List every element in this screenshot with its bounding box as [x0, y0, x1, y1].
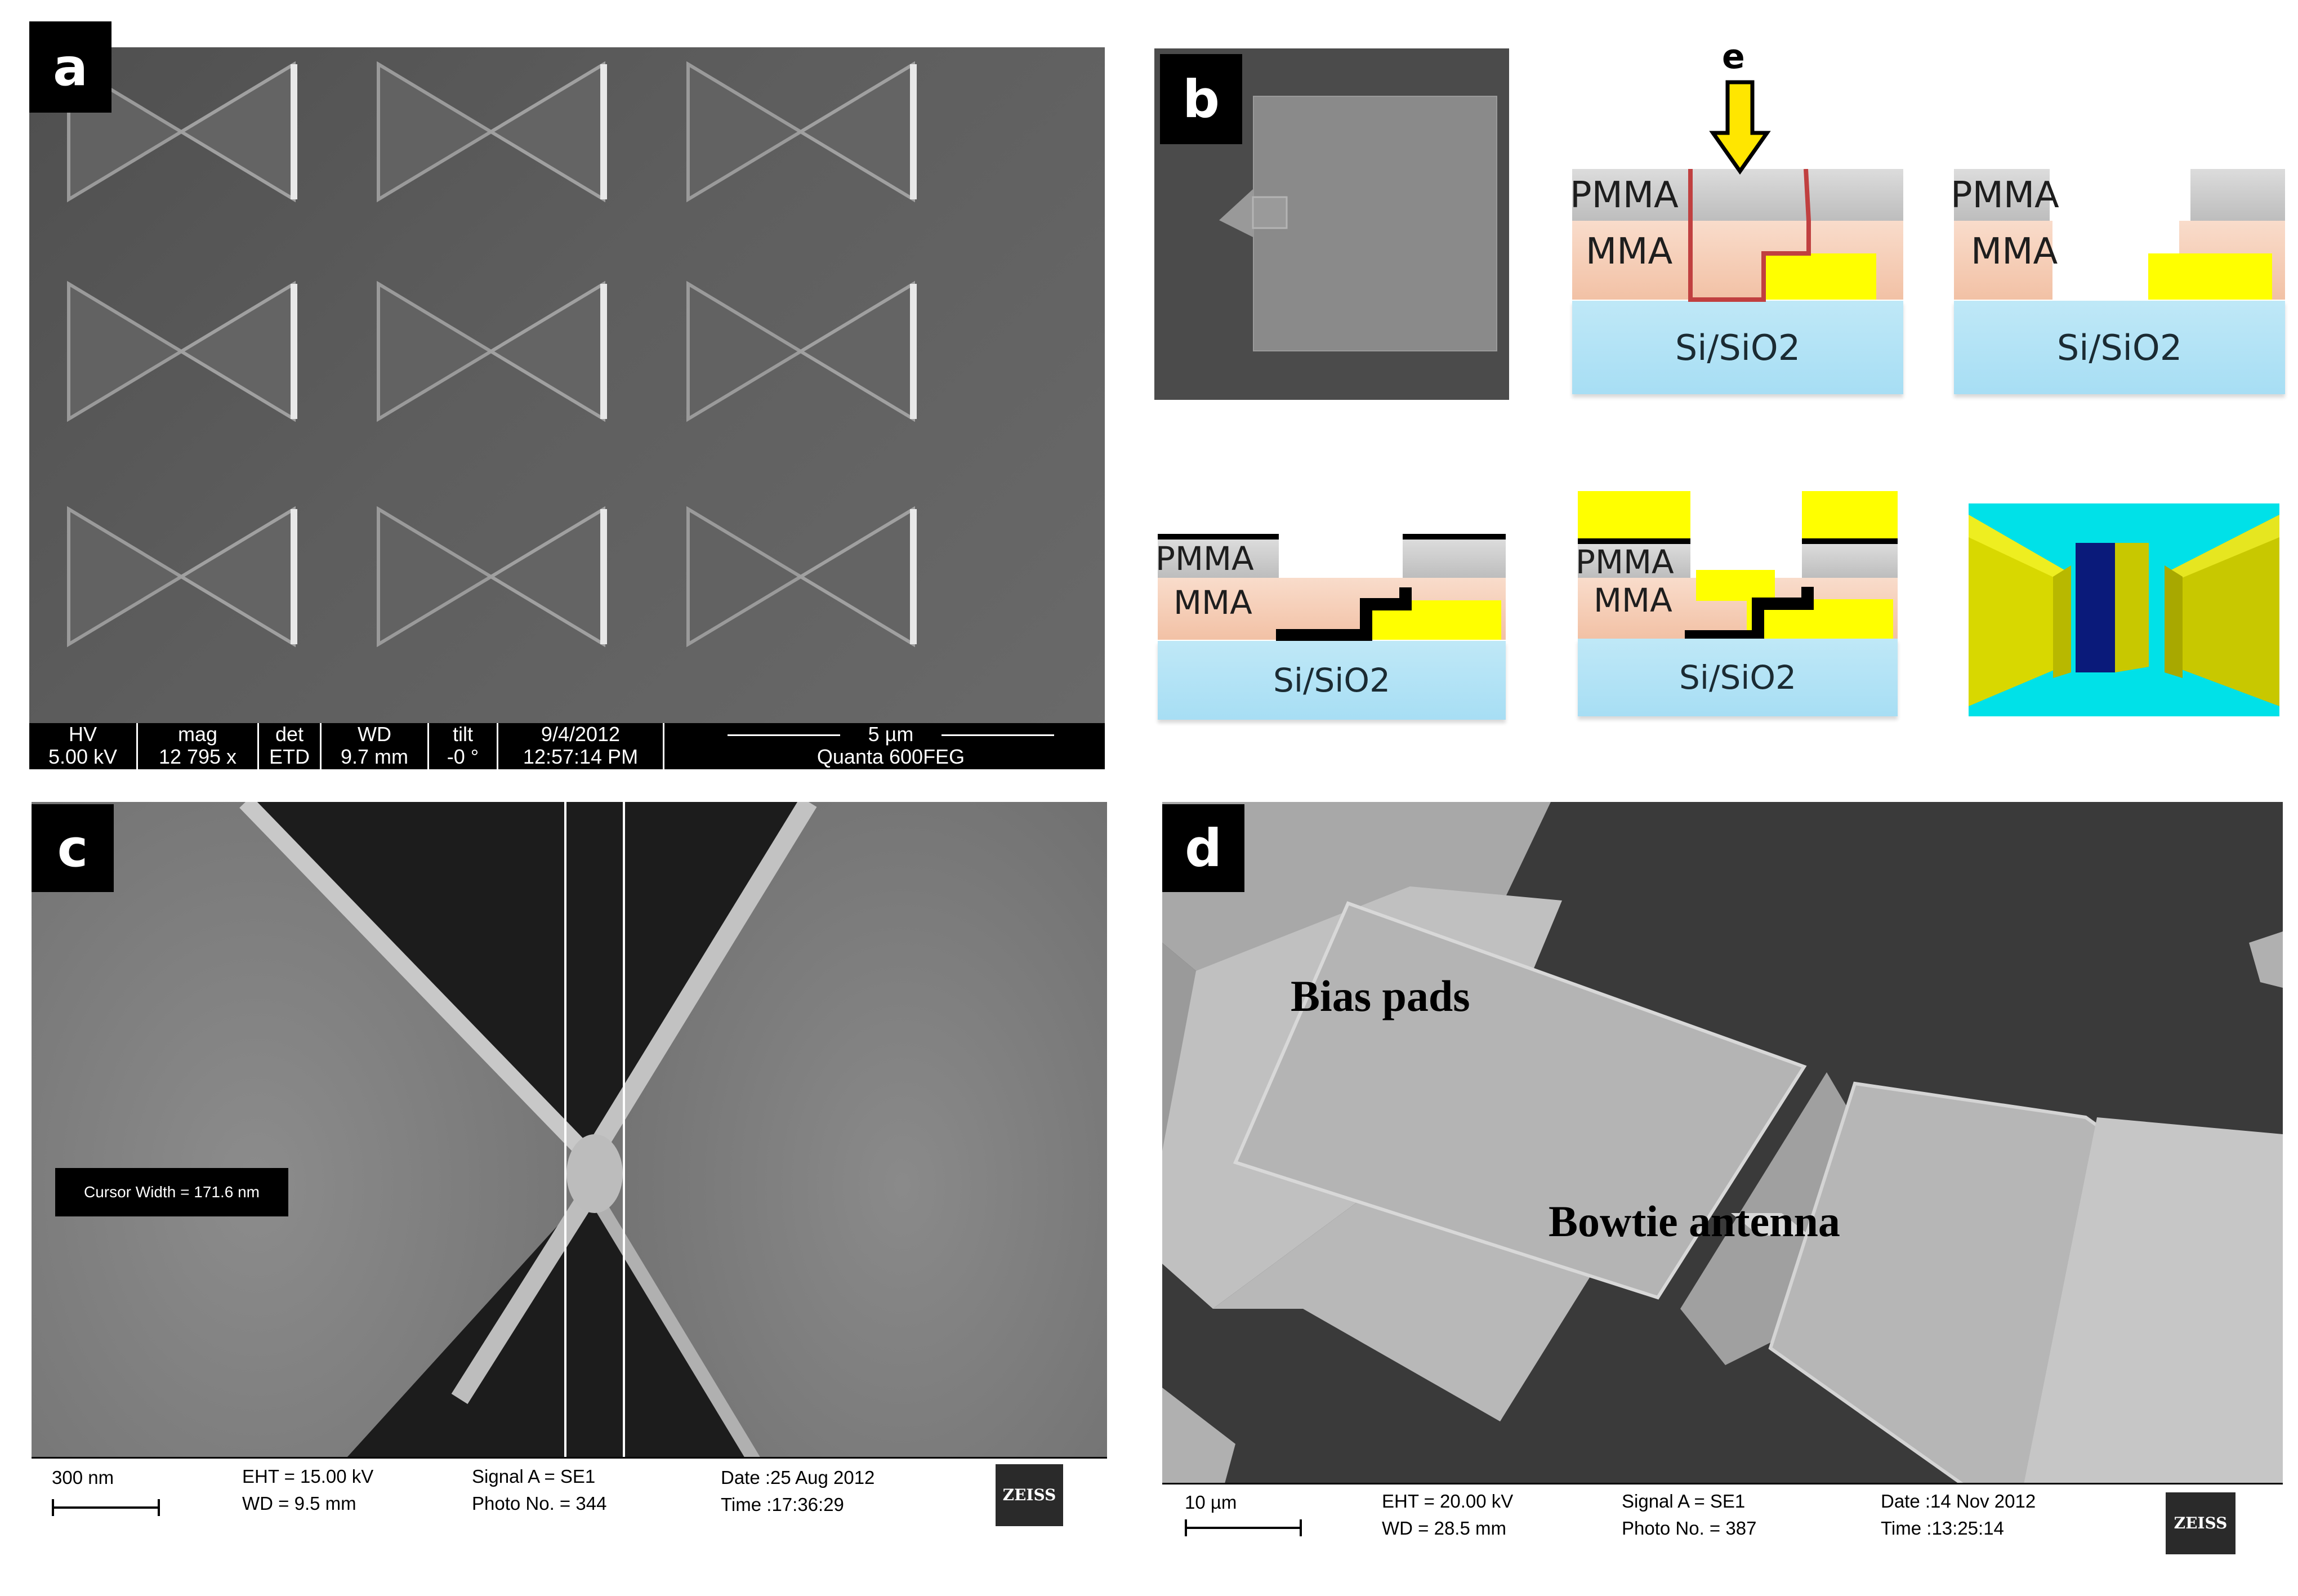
bowtie-3d-render	[1969, 503, 2279, 716]
mma-label: MMA	[1971, 231, 2058, 273]
scale-bar: 5 µm Quanta 600FEG	[694, 723, 1088, 769]
panel-tag-b: b	[1160, 54, 1242, 144]
bowtie-structure	[377, 61, 607, 203]
substrate-label: Si/SiO2	[1572, 301, 1903, 394]
mma-label: MMA	[1594, 581, 1672, 619]
bias-pads-and-antenna	[1162, 802, 2283, 1569]
bowtie-structure	[686, 280, 917, 422]
bowtie-structure	[67, 280, 297, 422]
sem-info-bar: 300 nm EHT = 15.00 kV WD = 9.5 mm Signal…	[32, 1457, 1107, 1569]
process-step-gold-deposition: Si/SiO2 PMMA MMA	[1576, 491, 1898, 716]
scale-bar	[1185, 1519, 1302, 1536]
electron-beam-arrow: e	[1706, 37, 1774, 178]
bowtie-structure	[377, 280, 607, 422]
pmma-label: PMMA	[1570, 175, 1679, 216]
panel-tag-a: a	[29, 21, 111, 113]
pmma-label: PMMA	[1576, 543, 1674, 581]
panel-tag-d: d	[1162, 804, 1244, 892]
pmma-label: PMMA	[1155, 540, 1254, 578]
substrate-label: Si/SiO2	[1158, 641, 1506, 720]
panel-tag-c: c	[32, 804, 114, 892]
process-step-exposure: Si/SiO2 PMMA MMA	[1570, 169, 1903, 394]
mma-label: MMA	[1173, 583, 1252, 622]
pmma-label: PMMA	[1951, 175, 2059, 216]
scale-bar	[52, 1499, 160, 1516]
cursor-width-label: Cursor Width = 171.6 nm	[55, 1168, 288, 1216]
substrate-label: Si/SiO2	[1954, 301, 2285, 394]
sem-cell-tilt: tilt-0 °	[429, 723, 498, 769]
device-tip	[1219, 189, 1288, 237]
bowtie-structure	[377, 506, 607, 648]
scale-label: 10 µm	[1185, 1492, 1237, 1513]
sem-image-device-overview: Bias pads Bowtie antenna 10 µm EHT = 20.…	[1162, 802, 2283, 1569]
device-pad	[1253, 96, 1497, 351]
process-step-deposition: Si/SiO2 PMMA MMA	[1155, 534, 1506, 720]
sem-info-bar: 10 µm EHT = 20.00 kV WD = 28.5 mm Signal…	[1162, 1483, 2283, 1569]
bowtie-structure	[686, 506, 917, 648]
exposure-outline	[1688, 169, 1811, 302]
bowtie-structure	[67, 506, 297, 648]
bowtie-closeup	[32, 802, 1107, 1569]
bowtie-antenna-label: Bowtie antenna	[1549, 1197, 1840, 1246]
bowtie-array	[67, 61, 917, 648]
substrate-label: Si/SiO2	[1578, 639, 1898, 716]
process-step-developed: Si/SiO2 PMMA MMA	[1951, 169, 2285, 394]
sem-image-gap-closeup: Cursor Width = 171.6 nm 300 nm EHT = 15.…	[32, 802, 1107, 1569]
mma-label: MMA	[1586, 231, 1673, 273]
instrument-label: Quanta 600FEG	[816, 745, 965, 768]
zeiss-logo: ZEISS	[2166, 1492, 2235, 1554]
scale-label: 300 nm	[52, 1467, 114, 1488]
zeiss-logo: ZEISS	[996, 1464, 1063, 1526]
bowtie-structure	[686, 61, 917, 203]
bias-pads-label: Bias pads	[1291, 971, 1470, 1020]
